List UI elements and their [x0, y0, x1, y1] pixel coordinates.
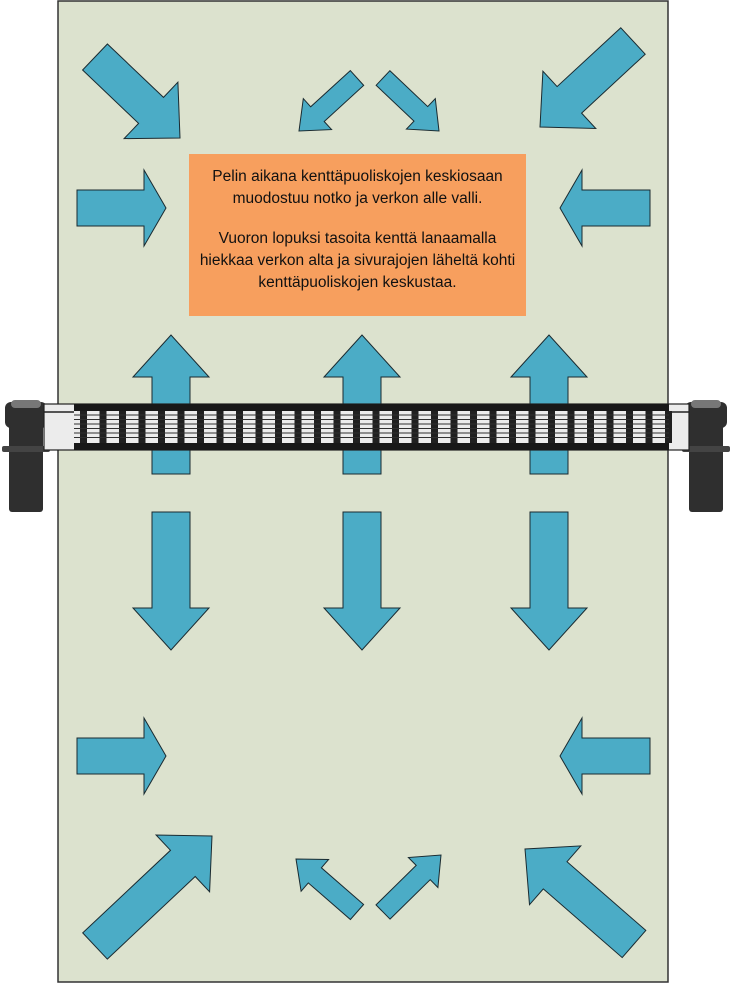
arrow-diag-top-left-icon [81, 43, 181, 140]
net-post-right [682, 400, 730, 512]
arrow-diag-bottom-right-icon [524, 845, 647, 959]
instruction-note: Pelin aikana kenttäpuoliskojen keskiosaa… [189, 154, 526, 316]
arrow-down-right-icon [509, 511, 589, 651]
arrow-right-bottom-icon [76, 716, 167, 796]
net-top-band [74, 404, 669, 411]
arrow-small-top-left-icon [298, 69, 365, 132]
arrow-small-top-right-icon [375, 69, 440, 132]
net-mesh [74, 411, 672, 443]
court-rectangle [57, 0, 669, 983]
arrow-small-bottom-left-icon [295, 858, 365, 921]
note-paragraph-1: Pelin aikana kenttäpuoliskojen keskiosaa… [212, 168, 503, 207]
arrow-right-top-icon [76, 168, 167, 248]
arrow-small-bottom-right-icon [375, 854, 442, 920]
arrow-down-center-icon [322, 511, 402, 651]
net-body [43, 403, 690, 451]
arrow-diag-top-right-icon [539, 27, 646, 130]
arrow-down-left-icon [131, 511, 211, 651]
arrow-left-top-icon [559, 168, 651, 248]
net-bottom-band [74, 443, 669, 450]
volleyball-net [2, 400, 730, 512]
arrow-diag-bottom-left-icon [81, 834, 213, 960]
arrows-front [76, 27, 651, 960]
arrow-left-bottom-icon [559, 716, 651, 796]
net-post-left [2, 400, 50, 512]
note-paragraph-2: Vuoron lopuksi tasoita kenttä lanaamalla… [199, 230, 516, 291]
